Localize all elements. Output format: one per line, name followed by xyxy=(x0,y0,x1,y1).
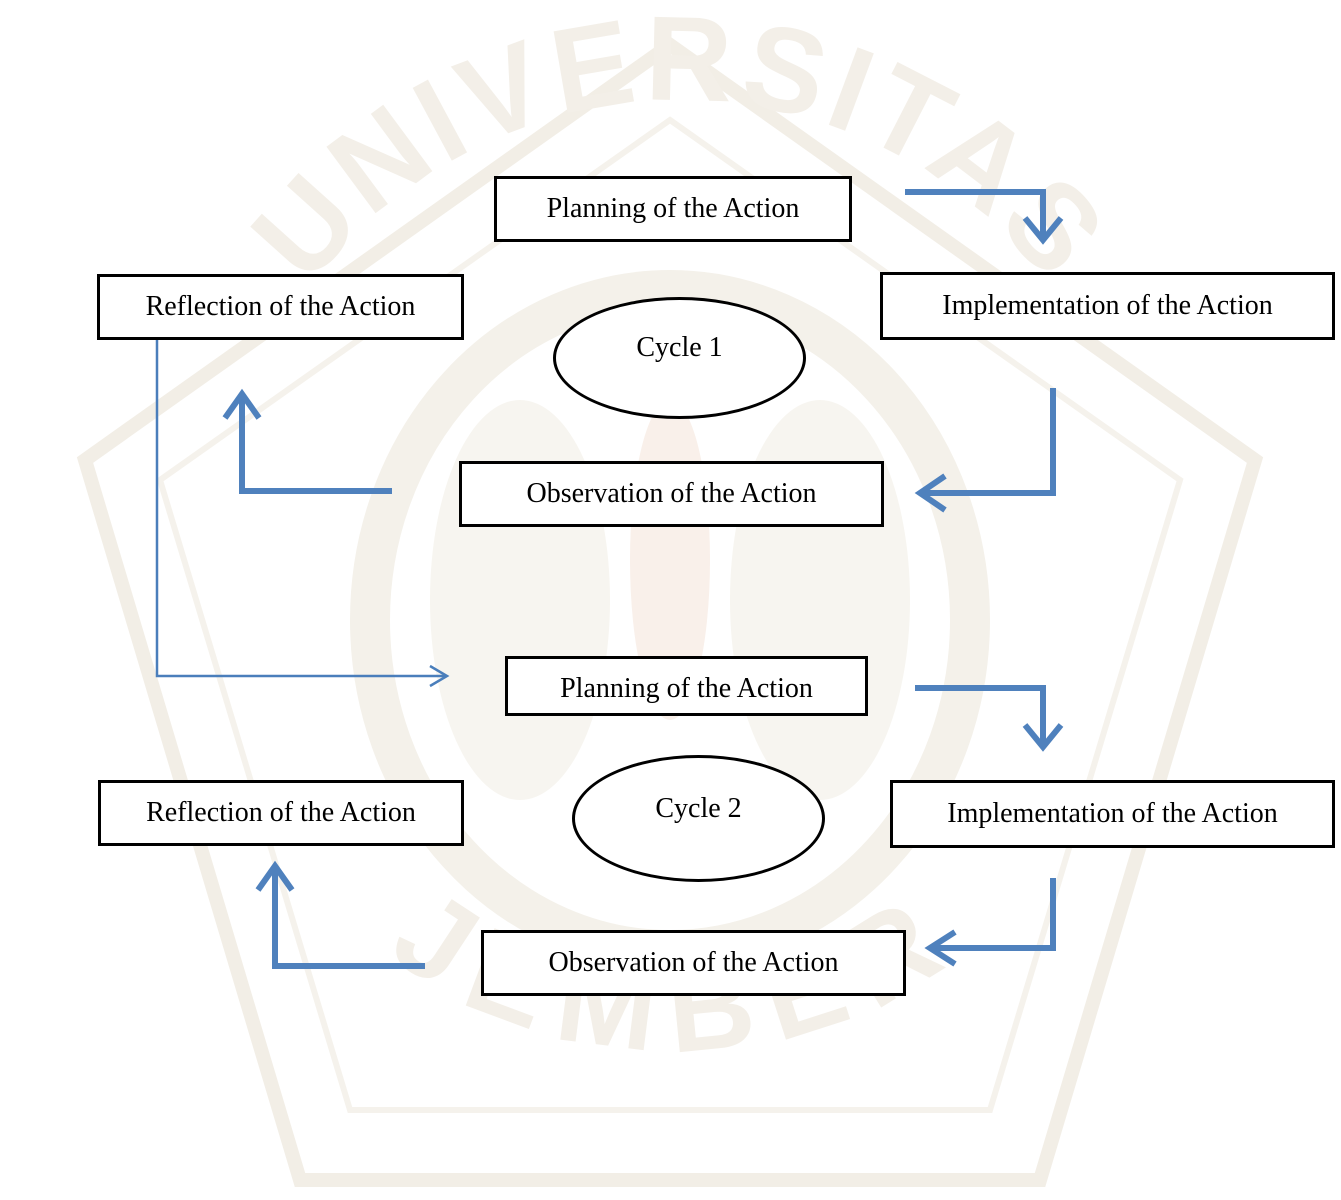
arrow-c1-impl-to-obs xyxy=(914,388,1056,513)
cycle1-observation-box: Observation of the Action xyxy=(459,461,884,527)
watermark-pentagon xyxy=(76,36,1264,1187)
connector-cycle1-to-cycle2 xyxy=(155,332,450,688)
cycle2-planning-label: Planning of the Action xyxy=(560,673,813,704)
cycle2-reflection-box: Reflection of the Action xyxy=(98,780,464,846)
arrow-c2-plan-to-impl xyxy=(915,685,1064,752)
cycle1-reflection-label: Reflection of the Action xyxy=(145,291,416,322)
cycle2-reflection-label: Reflection of the Action xyxy=(146,797,416,828)
cycle2-planning-box: Planning of the Action xyxy=(505,656,868,716)
cycle2-observation-label: Observation of the Action xyxy=(548,947,839,978)
arrow-c2-obs-to-refl xyxy=(255,860,425,969)
cycle1-reflection-box: Reflection of the Action xyxy=(97,274,464,340)
cycle1-ellipse: Cycle 1 xyxy=(553,297,806,419)
cycle1-label: Cycle 1 xyxy=(636,332,723,363)
cycle2-label: Cycle 2 xyxy=(655,792,742,824)
cycle1-planning-box: Planning of the Action xyxy=(494,176,852,242)
arrow-c2-impl-to-obs xyxy=(924,878,1056,967)
cycle2-observation-box: Observation of the Action xyxy=(481,930,906,996)
cycle2-ellipse: Cycle 2 xyxy=(572,755,825,882)
cycle2-implementation-label: Implementation of the Action xyxy=(947,798,1278,829)
cycle1-observation-label: Observation of the Action xyxy=(526,478,817,509)
cycle1-planning-label: Planning of the Action xyxy=(546,193,800,224)
arrow-c1-obs-to-refl xyxy=(222,388,392,494)
cycle2-implementation-box: Implementation of the Action xyxy=(890,780,1335,848)
cycle1-implementation-box: Implementation of the Action xyxy=(880,272,1335,340)
arrow-c1-plan-to-impl xyxy=(905,189,1064,245)
cycle1-implementation-label: Implementation of the Action xyxy=(942,290,1273,321)
